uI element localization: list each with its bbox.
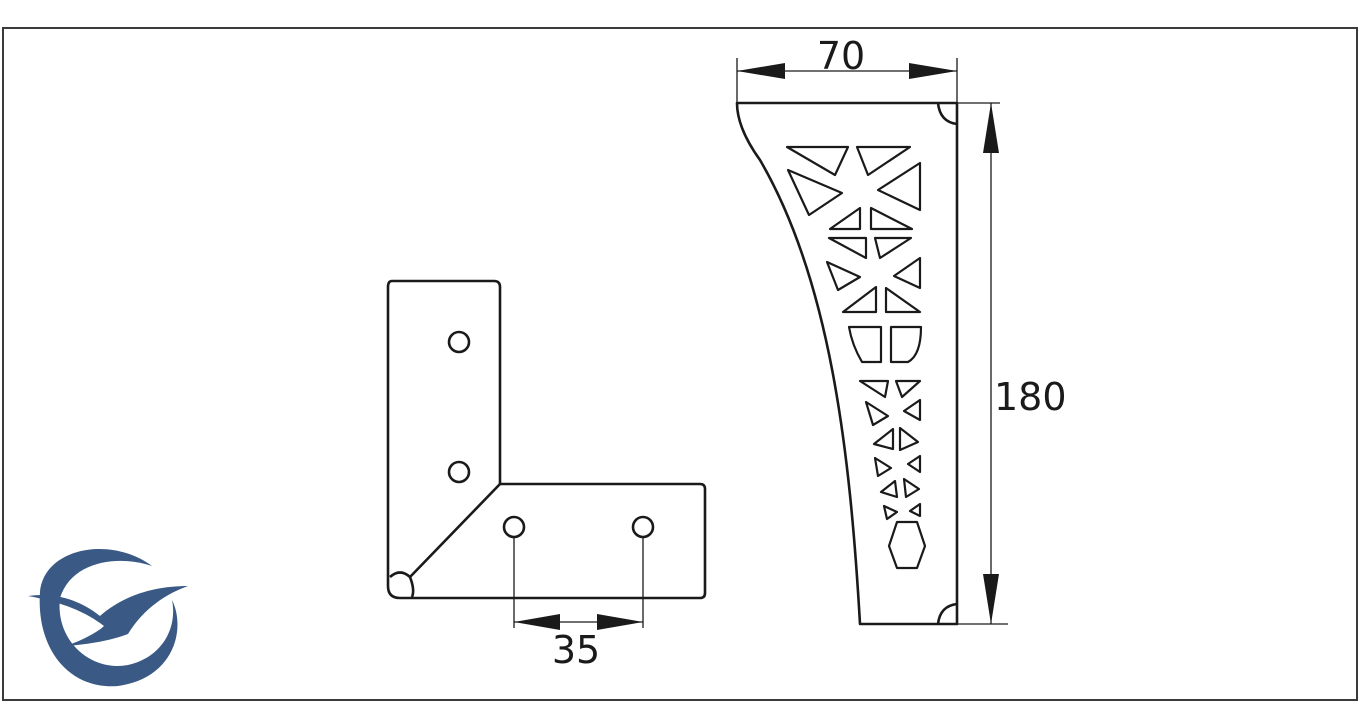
bracket-plate [386,279,707,600]
dimension-hole-spacing: 35 [513,537,644,672]
bracket-outline [386,279,707,600]
dimension-arrow-down [983,574,999,624]
mounting-hole-2 [447,460,471,484]
bracket-corner-notch [389,571,415,598]
dimension-label-leg-width: 70 [817,34,865,78]
dimension-arrow-right [909,63,957,79]
leg-bottom-corner [936,602,958,625]
dimension-arrow-right [597,614,643,630]
dimension-label-leg-height: 180 [994,375,1067,419]
dimension-label-hole-spacing: 35 [552,628,600,672]
dimension-arrow-up [983,103,999,153]
mounting-hole-4 [631,515,655,539]
company-logo [28,549,188,687]
bracket-miter-line [409,483,501,578]
dimension-leg-height: 180 [957,102,1067,625]
mounting-hole-3 [502,515,526,539]
leg-outline [735,101,959,626]
dimension-leg-width: 70 [736,34,958,103]
logo-ring [39,549,178,687]
logo-bird [28,586,188,646]
mounting-hole-1 [447,330,471,354]
dimension-arrow-left [514,614,560,630]
leg-top-corner [936,102,958,126]
furniture-leg [735,101,959,626]
leg-lattice-cutouts [785,145,927,570]
dimension-arrow-left [737,63,785,79]
drawing-frame [2,27,1358,701]
